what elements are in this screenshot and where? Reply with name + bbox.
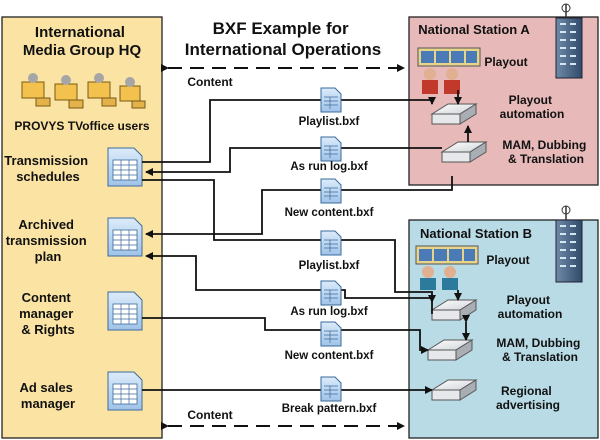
- file-label-newcontent-b: New content.bxf: [285, 350, 374, 362]
- diagram-title: BXF Example for International Operations: [185, 19, 381, 59]
- content-label-top: Content: [187, 75, 232, 89]
- bxf-file-icon: [320, 321, 342, 347]
- station-b-title: National Station B: [420, 226, 532, 241]
- flow-playlist-a: [142, 97, 436, 163]
- content-label-bottom: Content: [187, 408, 232, 422]
- spreadsheet-icon: [107, 147, 143, 187]
- bxf-file-icon: [320, 136, 342, 162]
- flow-lines: [142, 97, 453, 394]
- server-icon: [430, 379, 478, 401]
- hq-title: International Media Group HQ: [23, 24, 142, 59]
- bxf-file-icon: [320, 376, 342, 402]
- server-icon: [426, 339, 474, 361]
- server-icon: [430, 103, 478, 125]
- file-label-asrun-b: As run log.bxf: [290, 306, 367, 318]
- server-icon: [440, 141, 488, 163]
- flow-asrun-b: [145, 252, 433, 314]
- bxf-file-icon: [320, 280, 342, 306]
- file-label-playlist-a: Playlist.bxf: [299, 116, 360, 128]
- station-a-automation: Playout automation: [500, 93, 565, 121]
- operators-icon: [417, 47, 481, 94]
- flow-newcontent-a: [145, 176, 453, 238]
- station-a-title: National Station A: [418, 22, 530, 37]
- file-label-asrun-a: As run log.bxf: [290, 161, 367, 173]
- bxf-file-icon: [320, 230, 342, 256]
- building-icon: [555, 3, 583, 79]
- station-a-playout: Playout: [484, 55, 527, 69]
- hq-item-content-manager: Content manager & Rights: [19, 290, 77, 337]
- station-b-automation: Playout automation: [498, 293, 563, 321]
- spreadsheet-icon: [107, 371, 143, 411]
- file-label-playlist-b: Playlist.bxf: [299, 260, 360, 272]
- hq-item-ad-sales: Ad sales manager: [19, 380, 76, 411]
- users-label: PROVYS TVoffice users: [14, 119, 149, 133]
- bxf-file-icon: [320, 87, 342, 113]
- spreadsheet-icon: [107, 291, 143, 331]
- server-icon: [430, 299, 478, 321]
- file-label-breakpattern: Break pattern.bxf: [282, 403, 377, 415]
- file-label-newcontent-a: New content.bxf: [285, 207, 374, 219]
- hq-item-archived-plan: Archived transmission plan: [6, 217, 91, 264]
- flow-playlist-b: [142, 179, 436, 303]
- station-b-mam: MAM, Dubbing & Translation: [496, 336, 583, 364]
- spreadsheet-icon: [107, 217, 143, 257]
- users-icon: [21, 73, 146, 109]
- station-b-regional: Regional advertising: [496, 384, 560, 412]
- flow-newcontent-b: [142, 317, 429, 354]
- station-a-mam: MAM, Dubbing & Translation: [502, 138, 589, 166]
- bxf-file-icon: [320, 178, 342, 204]
- station-b-playout: Playout: [486, 253, 529, 267]
- hq-item-transmission-schedules: Transmission schedules: [4, 153, 91, 184]
- building-icon: [555, 205, 583, 283]
- operators-icon: [415, 245, 479, 290]
